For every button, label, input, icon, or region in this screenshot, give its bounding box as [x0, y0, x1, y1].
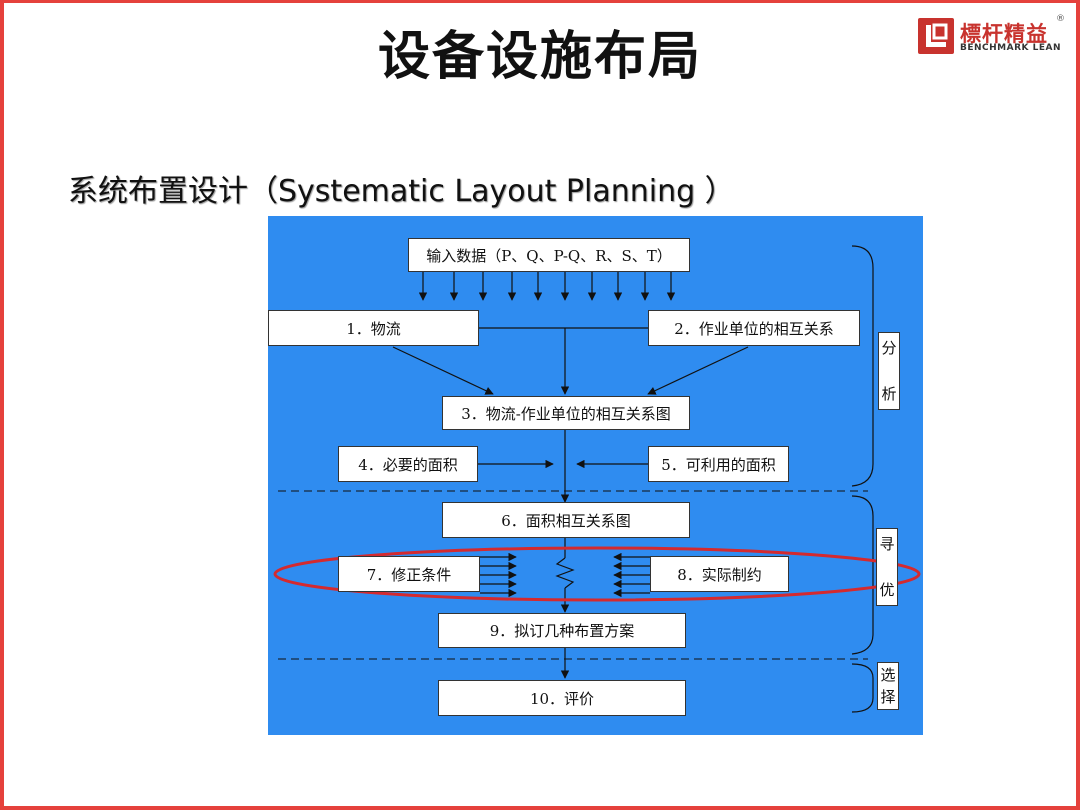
phase-analysis-label: 分 析 [878, 332, 900, 410]
step-2-box: 2．作业单位的相互关系 [648, 310, 860, 346]
logo-registered-mark: ® [1056, 14, 1065, 24]
step-6-box: 6．面积相互关系图 [442, 502, 690, 538]
step-8-box: 8．实际制约 [650, 556, 789, 592]
step-4-box: 4．必要的面积 [338, 446, 478, 482]
input-data-box: 输入数据（P、Q、P-Q、R、S、T） [408, 238, 690, 272]
benchmark-lean-logo: 標杆精益 ® BENCHMARK LEAN [914, 12, 1065, 60]
step-1-box: 1．物流 [268, 310, 479, 346]
logo-name-en: BENCHMARK LEAN [960, 43, 1062, 53]
step-7-box: 7．修正条件 [338, 556, 480, 592]
slide-title: 设备设施布局 [377, 27, 702, 87]
top-border [0, 0, 1080, 3]
step-10-box: 10．评价 [438, 680, 686, 716]
phase-optimize-label: 寻 优 [876, 528, 898, 606]
logo-name-cn: 標杆精益 [960, 22, 1048, 46]
phase-select-label: 选 择 [877, 662, 899, 710]
diagram-connectors [273, 245, 921, 713]
step-5-box: 5．可利用的面积 [648, 446, 789, 482]
logo-mark-icon [918, 18, 954, 54]
step-3-box: 3．物流-作业单位的相互关系图 [442, 396, 690, 430]
slp-flow-diagram: 输入数据（P、Q、P-Q、R、S、T） 1．物流 2．作业单位的相互关系 3．物… [268, 216, 923, 735]
slide-subtitle: 系统布置设计（Systematic Layout Planning ） [68, 174, 735, 209]
step-9-box: 9．拟订几种布置方案 [438, 613, 686, 648]
